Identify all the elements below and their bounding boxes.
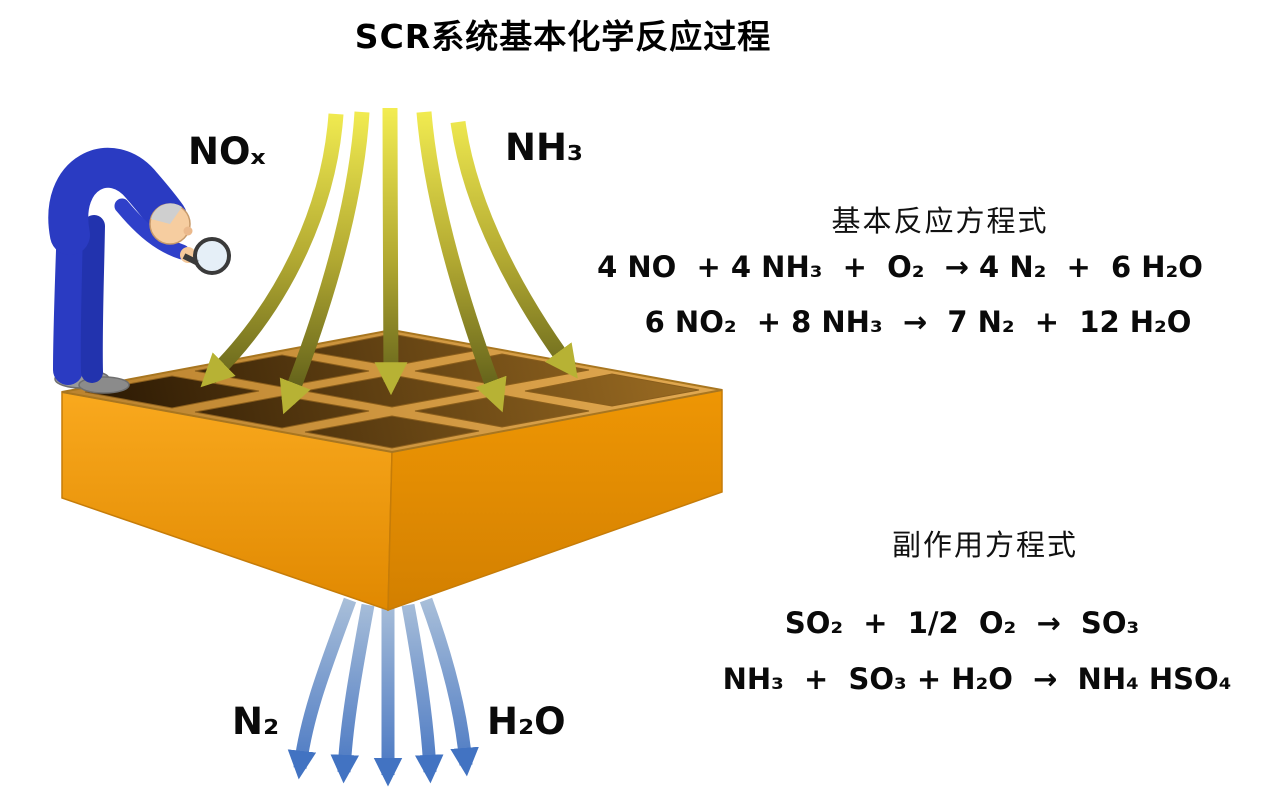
nox-label: NOₓ — [188, 130, 266, 173]
inlet-arrow — [200, 113, 344, 388]
n2-label: N₂ — [232, 700, 280, 743]
catalyst-hole — [524, 373, 700, 407]
main-reactions-title: 基本反应方程式 — [831, 204, 1049, 238]
main-reaction-eq-1: 4 NO + 4 NH₃ + O₂ → 4 N₂ + 6 H₂O — [597, 250, 1203, 284]
nh3-label: NH₃ — [505, 126, 584, 169]
magnifying-glass-icon — [182, 237, 231, 275]
outlet-arrow — [330, 603, 375, 784]
outlet-arrows — [287, 597, 479, 787]
side-reactions-title: 副作用方程式 — [891, 528, 1079, 562]
side-reaction-eq-2: NH₃ + SO₃ + H₂O → NH₄ HSO₄ — [722, 662, 1232, 696]
inlet-arrow — [450, 120, 578, 379]
inlet-arrows — [200, 107, 578, 415]
inspector-nose — [183, 226, 193, 236]
inspector-leg — [80, 215, 105, 383]
side-reaction-eq-1: SO₂ + 1/2 O₂ → SO₃ — [784, 606, 1140, 640]
inlet-arrow — [374, 107, 408, 396]
main-reaction-eq-2: 6 NO₂ + 8 NH₃ → 7 N₂ + 12 H₂O — [644, 305, 1192, 339]
h2o-label: H₂O — [487, 700, 566, 743]
inlet-arrow — [416, 111, 507, 413]
inlet-arrow — [279, 111, 370, 415]
outlet-arrow — [401, 603, 444, 784]
inspector-hair — [151, 203, 182, 224]
magnifier-lens — [193, 237, 231, 275]
inspector-figure — [48, 147, 231, 394]
page-title: SCR系统基本化学反应过程 — [354, 17, 772, 56]
outlet-arrow — [419, 597, 479, 777]
outlet-arrow — [287, 597, 357, 780]
catalyst-hole — [304, 415, 480, 449]
catalyst-hole — [194, 354, 370, 388]
inspector-arm — [114, 198, 190, 260]
